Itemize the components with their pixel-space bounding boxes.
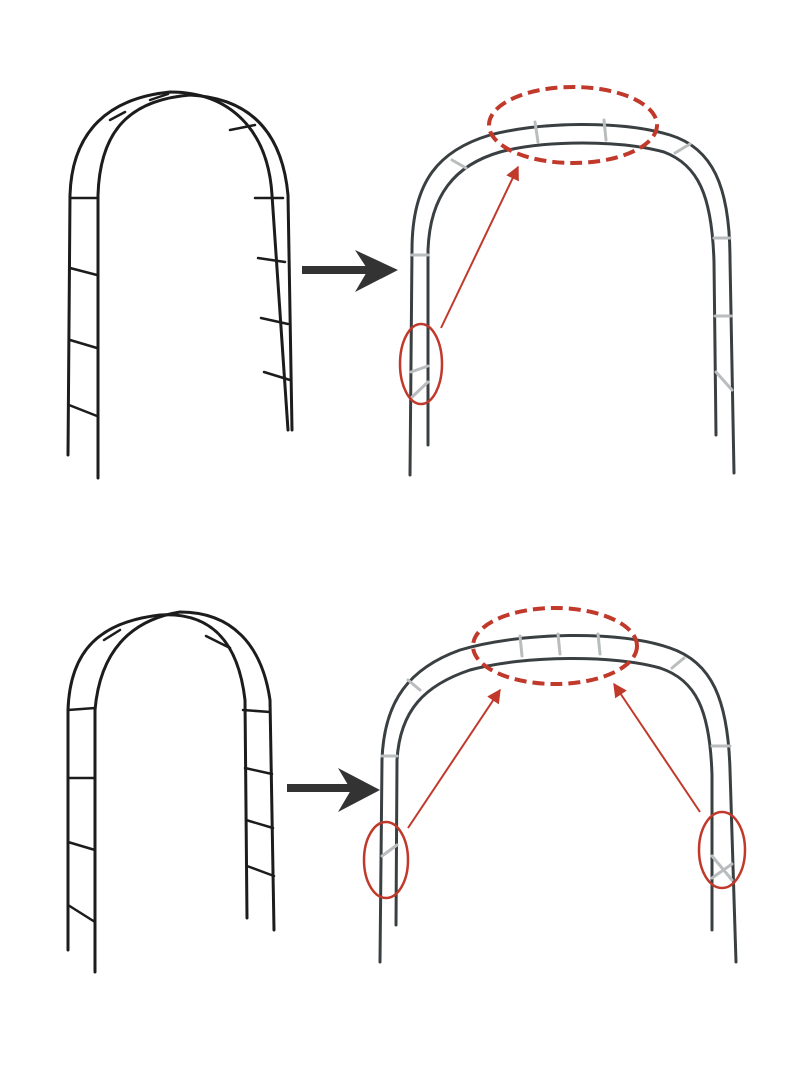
dashed-ellipse-icon	[471, 606, 639, 686]
left-leg-joint-circle	[362, 820, 410, 900]
crossbar	[450, 158, 468, 170]
crossbar	[714, 370, 734, 392]
thin-arrow-icon	[440, 165, 519, 329]
rung	[241, 708, 272, 714]
arch-outer-tube	[66, 613, 249, 952]
dashed-ellipse-icon	[487, 85, 659, 165]
rung	[243, 766, 274, 776]
right-arrow-icon-head	[355, 250, 398, 292]
bottom-panel	[66, 606, 747, 974]
top-panel	[66, 85, 736, 480]
arch-outer-tube	[378, 633, 738, 964]
arch-inner-tube	[93, 610, 276, 974]
crossbar	[380, 843, 399, 858]
arch-inner-tube	[426, 141, 718, 447]
rung	[262, 370, 292, 382]
crossbar	[409, 380, 430, 400]
bottom-after-arch	[378, 632, 738, 964]
rung	[108, 110, 127, 122]
crossbar	[533, 120, 540, 144]
crossbar	[596, 632, 602, 656]
crossbar	[406, 678, 422, 692]
rung	[102, 628, 122, 642]
crossbar	[710, 862, 734, 880]
crossbar	[673, 142, 692, 155]
top-before-arch	[66, 90, 294, 480]
leg-joint-circle	[398, 322, 444, 406]
crossbar	[670, 656, 686, 670]
arch-outer-tube	[408, 123, 736, 477]
rung	[66, 840, 97, 852]
crossbar	[518, 634, 524, 658]
arch-outer-tube	[66, 90, 290, 457]
crossbar	[556, 632, 562, 656]
rung	[66, 706, 97, 712]
rung	[204, 634, 232, 650]
top-transition-arrow	[302, 250, 398, 292]
thin-arrow-icon	[407, 688, 501, 829]
thin-arrow-icon	[613, 682, 701, 813]
crossbar	[409, 364, 430, 374]
arch-inner-tube	[394, 657, 714, 932]
rung	[68, 266, 99, 277]
rung	[259, 316, 290, 326]
rung	[228, 123, 257, 132]
rung	[256, 256, 287, 264]
crossbar	[710, 854, 734, 882]
bottom-transition-arrow	[287, 768, 380, 812]
right-leg-joint-circle	[697, 810, 747, 890]
bottom-before-arch	[66, 610, 276, 974]
rung	[245, 864, 276, 878]
right-arrow-icon-head	[338, 768, 380, 812]
crossbar	[602, 118, 608, 142]
top-after-arch	[408, 118, 736, 477]
rung	[67, 403, 99, 418]
arch-inner-tube	[96, 93, 294, 480]
rung	[68, 338, 99, 350]
rung	[148, 92, 170, 102]
rung	[66, 903, 97, 924]
rung	[244, 818, 275, 830]
